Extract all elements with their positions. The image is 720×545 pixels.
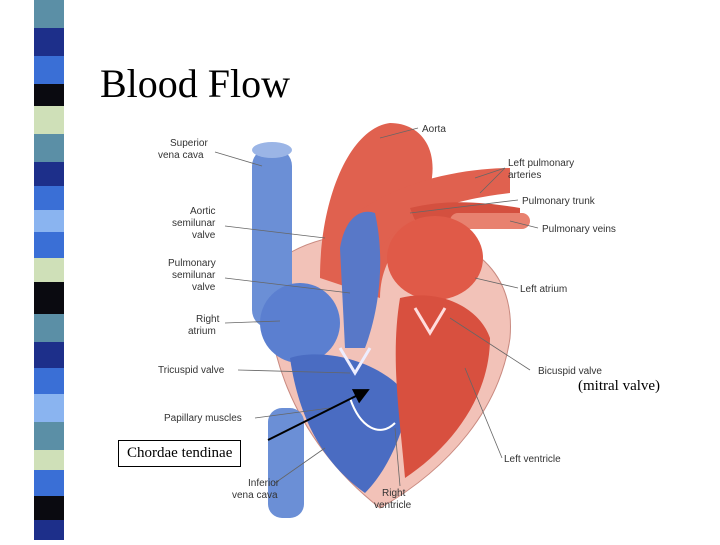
heart-illustration: Superior vena cava Aorta Left pulmonary … [158, 123, 616, 518]
label-right-atrium-1: Right [196, 314, 220, 325]
pulmonary-trunk-shape [340, 211, 381, 348]
left-atrium-shape [387, 216, 483, 300]
label-pulmonary-valve-2: semilunar [172, 270, 216, 281]
label-left-pulmonary-arteries-2: arteries [508, 170, 541, 181]
label-papillary-muscles: Papillary muscles [164, 413, 242, 424]
label-left-pulmonary-arteries-1: Left pulmonary [508, 158, 574, 169]
slide-title: Blood Flow [100, 61, 291, 106]
superior-vena-cava-shape [252, 148, 292, 328]
label-pulmonary-trunk: Pulmonary trunk [522, 196, 596, 207]
label-superior-vena-cava-1: Superior [170, 138, 208, 149]
label-pulmonary-valve-1: Pulmonary [168, 258, 216, 269]
label-right-ventricle-2: ventricle [374, 500, 412, 511]
decorative-stripe [0, 0, 72, 540]
label-inferior-vena-cava-2: vena cava [232, 490, 278, 501]
label-right-atrium-2: atrium [188, 326, 216, 337]
label-superior-vena-cava-2: vena cava [158, 150, 204, 161]
label-left-atrium: Left atrium [520, 284, 567, 295]
label-right-ventricle-1: Right [382, 488, 406, 499]
right-ventricle-shape [290, 354, 410, 493]
right-atrium-shape [260, 283, 340, 363]
mitral-valve-callout: (mitral valve) [578, 378, 661, 394]
label-inferior-vena-cava-1: Inferior [248, 478, 280, 489]
label-aortic-valve-1: Aortic [190, 206, 216, 217]
label-aorta: Aorta [422, 124, 446, 135]
label-left-ventricle: Left ventricle [504, 454, 561, 465]
label-aortic-valve-3: valve [192, 230, 216, 241]
label-aortic-valve-2: semilunar [172, 218, 216, 229]
left-ventricle-shape [395, 295, 490, 478]
stripe-blocks [34, 0, 64, 540]
label-pulmonary-valve-3: valve [192, 282, 216, 293]
heart-diagram: Superior vena cava Aorta Left pulmonary … [150, 108, 620, 528]
label-pulmonary-veins: Pulmonary veins [542, 224, 616, 235]
label-tricuspid-valve: Tricuspid valve [158, 365, 225, 376]
chordae-tendinae-callout: Chordae tendinae [118, 440, 242, 467]
label-bicuspid-valve: Bicuspid valve [538, 366, 602, 377]
